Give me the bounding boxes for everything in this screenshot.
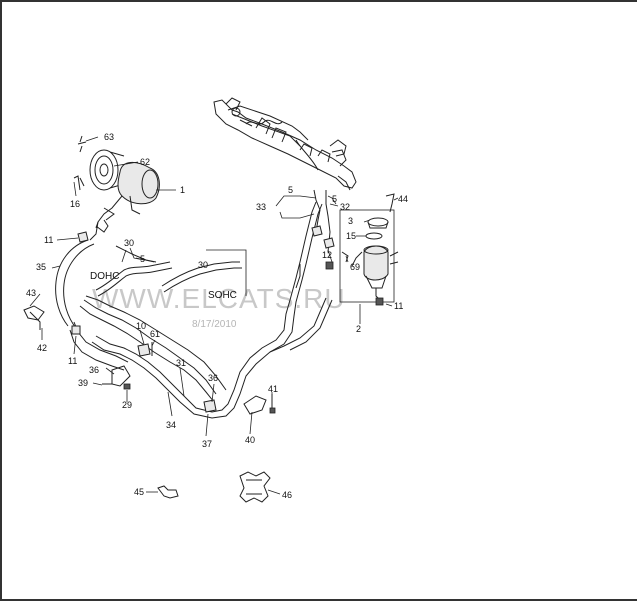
- callout-43: 43: [26, 288, 36, 298]
- callout-35: 35: [36, 262, 46, 272]
- callout-33: 33: [256, 202, 266, 212]
- callout-30-sohc: 30: [198, 260, 208, 270]
- callout-numbers: 63 62 1 16 11 30 5 35 30 43 42 11 10 61 …: [26, 132, 408, 500]
- callout-63: 63: [104, 132, 114, 142]
- callout-2: 2: [356, 324, 361, 334]
- callout-62: 62: [140, 157, 150, 167]
- clamps-and-brackets: [23, 135, 395, 503]
- callout-3: 3: [348, 216, 353, 226]
- watermark-date: 8/17/2010: [192, 319, 237, 330]
- callout-41: 41: [268, 384, 278, 394]
- reservoir-assembly: [325, 209, 399, 306]
- callout-32: 32: [340, 202, 350, 212]
- callout-29: 29: [122, 400, 132, 410]
- watermark-site: WWW.ELCATS.RU: [92, 283, 346, 314]
- callout-15: 15: [346, 231, 356, 241]
- power-steering-pump: [79, 145, 160, 233]
- callout-5-rack-a: 5: [288, 185, 293, 195]
- steering-gear-assembly: [213, 97, 357, 191]
- callout-5-rack-b: 5: [332, 194, 337, 204]
- reservoir-group-box: [339, 209, 395, 303]
- callout-45: 45: [134, 487, 144, 497]
- callout-34: 34: [166, 420, 176, 430]
- callout-11-left: 11: [68, 356, 77, 366]
- callout-46: 46: [282, 490, 292, 500]
- callout-40: 40: [245, 435, 255, 445]
- callout-39: 39: [78, 378, 88, 388]
- callout-31: 31: [176, 358, 186, 368]
- callout-36-right: 36: [208, 373, 218, 383]
- callout-37: 37: [202, 439, 212, 449]
- dohc-label: DOHC: [90, 271, 119, 282]
- callout-11-right: 11: [394, 301, 403, 311]
- callout-44: 44: [398, 194, 408, 204]
- callout-11-top: 11: [44, 235, 53, 245]
- callout-36-left: 36: [89, 365, 99, 375]
- callout-12: 12: [322, 250, 332, 260]
- callout-61: 61: [150, 329, 160, 339]
- callout-30-dohc: 30: [124, 238, 134, 248]
- callout-42: 42: [37, 343, 47, 353]
- callout-5-dohc: 5: [140, 254, 145, 264]
- callout-69: 69: [350, 262, 360, 272]
- callout-10: 10: [136, 321, 146, 331]
- callout-16: 16: [70, 199, 80, 209]
- callout-1: 1: [180, 185, 185, 195]
- sohc-label: SOHC: [208, 290, 237, 301]
- leader-lines: [29, 136, 399, 495]
